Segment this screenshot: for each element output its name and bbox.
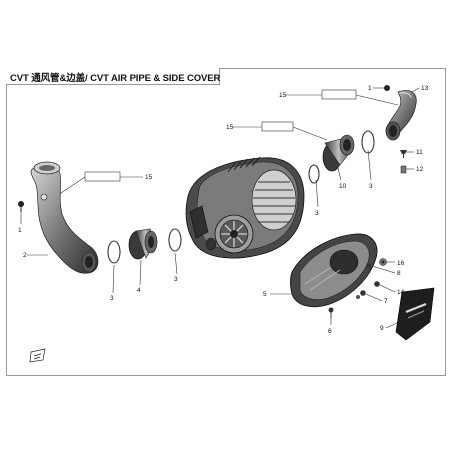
callout-4: 4 xyxy=(137,287,141,294)
callout-2: 2 xyxy=(23,252,27,259)
bolt-6 xyxy=(328,307,334,318)
callout-1: 1 xyxy=(368,85,372,92)
callout-3: 3 xyxy=(369,183,373,190)
callout-3: 3 xyxy=(174,276,178,283)
clip-12 xyxy=(400,165,407,174)
callout-12: 12 xyxy=(416,166,424,173)
title-box: CVT 通风管&边盖/ CVT AIR PIPE & SIDE COVER xyxy=(6,68,220,85)
callout-15: 15 xyxy=(226,124,234,131)
upper-air-pipe xyxy=(385,90,417,141)
callout-10: 10 xyxy=(339,183,347,190)
coupler-upper xyxy=(322,134,355,172)
callout-5: 5 xyxy=(263,291,267,298)
label-box-15-a xyxy=(321,89,357,100)
side-cover xyxy=(290,233,378,308)
logo-badge-icon xyxy=(395,287,435,341)
fastener-7 xyxy=(356,290,366,299)
bolt-icon xyxy=(384,85,390,91)
diagram-frame xyxy=(6,68,446,376)
clamp-ring xyxy=(107,240,121,264)
callout-8: 8 xyxy=(397,270,401,277)
clamp-ring xyxy=(361,130,375,154)
callout-3: 3 xyxy=(315,210,319,217)
brand-mark-icon xyxy=(29,348,46,363)
callout-9: 9 xyxy=(380,325,384,332)
callout-1: 1 xyxy=(18,227,22,234)
cvt-housing xyxy=(185,156,305,259)
clamp-ring xyxy=(308,164,320,184)
coupler-lower xyxy=(128,228,158,260)
callout-6: 6 xyxy=(328,328,332,335)
callout-15: 15 xyxy=(279,92,287,99)
clamp-ring xyxy=(168,228,182,252)
lower-air-pipe xyxy=(30,161,99,274)
callout-14: 14 xyxy=(397,289,405,296)
washer-16 xyxy=(379,258,387,266)
fastener-14 xyxy=(374,281,380,287)
label-box-15-c xyxy=(84,171,121,182)
screw-11 xyxy=(400,150,407,158)
callout-13: 13 xyxy=(421,85,429,92)
label-box-15-b xyxy=(261,121,294,132)
bolt-icon xyxy=(18,201,24,212)
callout-7: 7 xyxy=(384,298,388,305)
diagram-title: CVT 通风管&边盖/ CVT AIR PIPE & SIDE COVER xyxy=(10,73,221,84)
callout-3: 3 xyxy=(110,295,114,302)
callout-15: 15 xyxy=(145,174,153,181)
callout-16: 16 xyxy=(397,260,405,267)
callout-11: 11 xyxy=(416,149,423,156)
fastener-8 xyxy=(366,263,372,269)
